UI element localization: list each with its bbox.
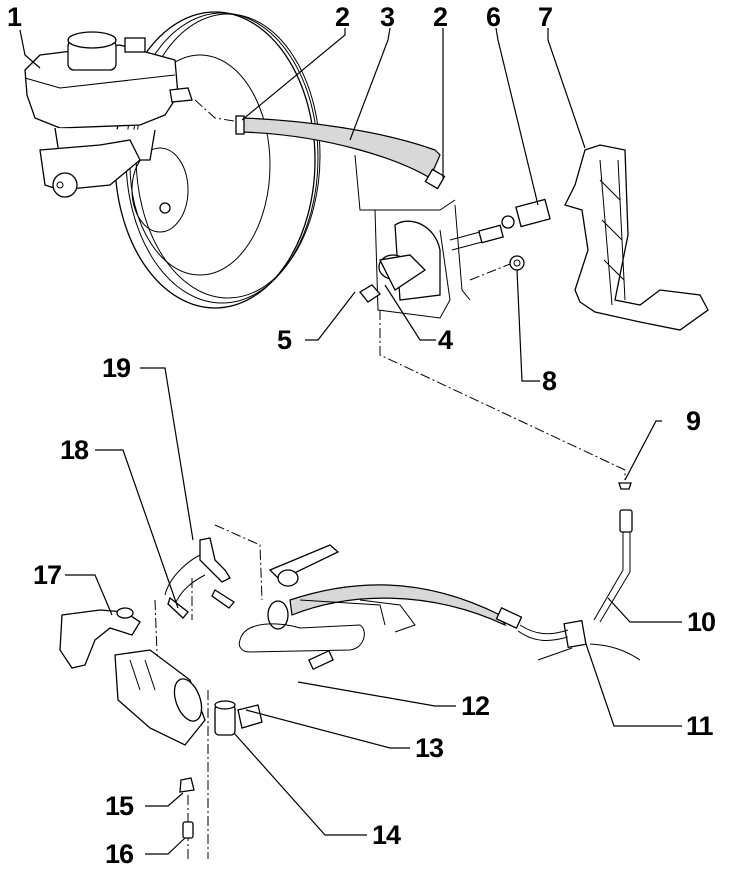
callout-18: 18 <box>60 435 89 465</box>
callout-17: 17 <box>33 560 62 590</box>
callout-7: 7 <box>538 2 553 32</box>
master-cylinder-reservoir <box>24 31 193 198</box>
callout-12: 12 <box>461 691 490 721</box>
hose-assembly <box>238 544 416 671</box>
callout-13: 13 <box>415 733 444 763</box>
pipe-holder <box>537 619 641 661</box>
callout-6: 6 <box>486 2 501 32</box>
clutch-master-cylinder <box>354 154 471 319</box>
callout-4: 4 <box>438 325 453 355</box>
leader-lines <box>19 27 682 855</box>
callout-15: 15 <box>105 791 134 821</box>
clutch-pedal <box>564 144 709 331</box>
callout-14: 14 <box>372 820 401 850</box>
nut <box>469 255 525 281</box>
supply-hose <box>235 115 446 190</box>
bracket-17 <box>59 607 141 669</box>
callout-2: 2 <box>433 2 448 32</box>
callout-11: 11 <box>686 711 714 741</box>
callout-19: 19 <box>102 353 131 383</box>
callout-3: 3 <box>380 2 395 32</box>
callout-1: 1 <box>7 2 22 32</box>
bracket-and-bolts <box>154 524 263 681</box>
callout-9: 9 <box>686 406 701 436</box>
callout-5: 5 <box>277 325 292 355</box>
hydraulic-pipe <box>593 482 633 623</box>
callout-2: 2 <box>335 2 350 32</box>
clutch-hose <box>289 584 569 641</box>
callout-8: 8 <box>542 366 557 396</box>
pedal-switch <box>449 198 551 251</box>
callout-16: 16 <box>105 839 134 869</box>
slave-cylinder <box>114 649 263 859</box>
bleed-valve <box>179 777 195 859</box>
callout-10: 10 <box>687 607 716 637</box>
